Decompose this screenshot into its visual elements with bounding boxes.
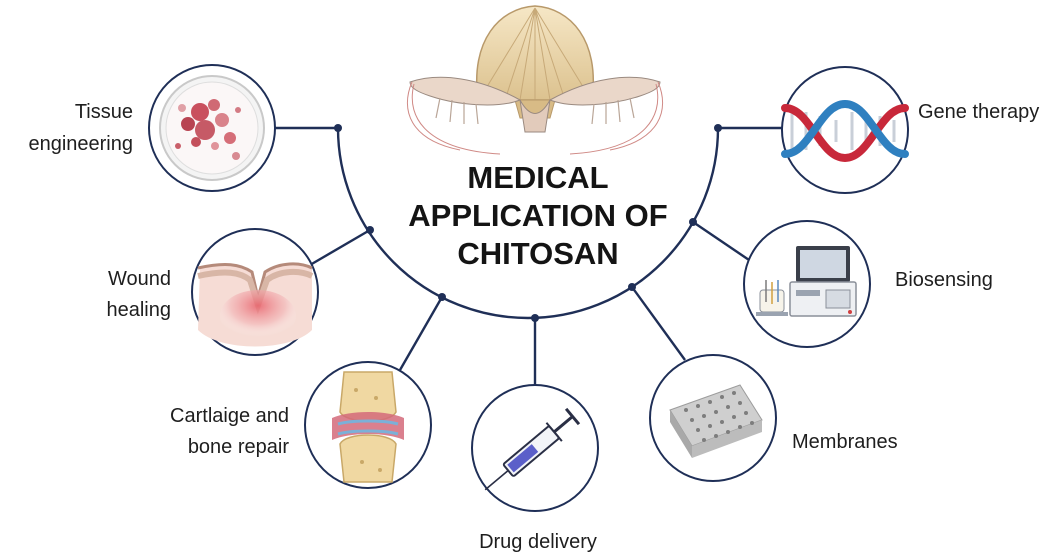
- node-cartilage-bone-repair: [305, 362, 431, 488]
- connector-dot-membranes: [628, 283, 636, 291]
- node-gene-therapy: [782, 67, 908, 193]
- label-cartilage-line1: Cartlaige and: [170, 405, 289, 427]
- connector-dot-cartilage: [438, 293, 446, 301]
- label-wound-line1: Wound: [108, 268, 171, 290]
- node-membranes: [650, 355, 776, 481]
- node-tissue-engineering: [149, 65, 275, 191]
- connector-dot-wound: [366, 226, 374, 234]
- connector-biosensing: [693, 222, 752, 262]
- connector-cartilage: [400, 297, 442, 370]
- title-line-3: CHITOSAN: [457, 236, 618, 271]
- node-wound-healing: [192, 229, 318, 355]
- label-gene: Gene therapy: [918, 101, 1039, 123]
- label-wound-line2: healing: [106, 299, 171, 321]
- title-line-1: MEDICAL: [467, 160, 608, 195]
- node-biosensing: [744, 221, 870, 347]
- label-membranes: Membranes: [792, 431, 898, 453]
- connector-membranes: [632, 287, 685, 360]
- label-biosensing: Biosensing: [895, 269, 993, 291]
- connector-dot-tissue: [334, 124, 342, 132]
- knee-joint-icon: [332, 372, 404, 482]
- chitosan-source-illustration: [407, 6, 662, 154]
- petri-dish-icon: [160, 76, 264, 180]
- node-drug-delivery: [472, 385, 598, 511]
- connector-dot-drug: [531, 314, 539, 322]
- connector-dot-gene: [714, 124, 722, 132]
- connector-wound: [310, 230, 370, 265]
- title-line-2: APPLICATION OF: [408, 198, 667, 233]
- label-tissue-line1: Tissue: [75, 101, 133, 123]
- label-tissue-line2: engineering: [28, 133, 133, 155]
- connector-dot-biosensing: [689, 218, 697, 226]
- label-drug: Drug delivery: [479, 531, 597, 553]
- label-cartilage-line2: bone repair: [188, 436, 290, 458]
